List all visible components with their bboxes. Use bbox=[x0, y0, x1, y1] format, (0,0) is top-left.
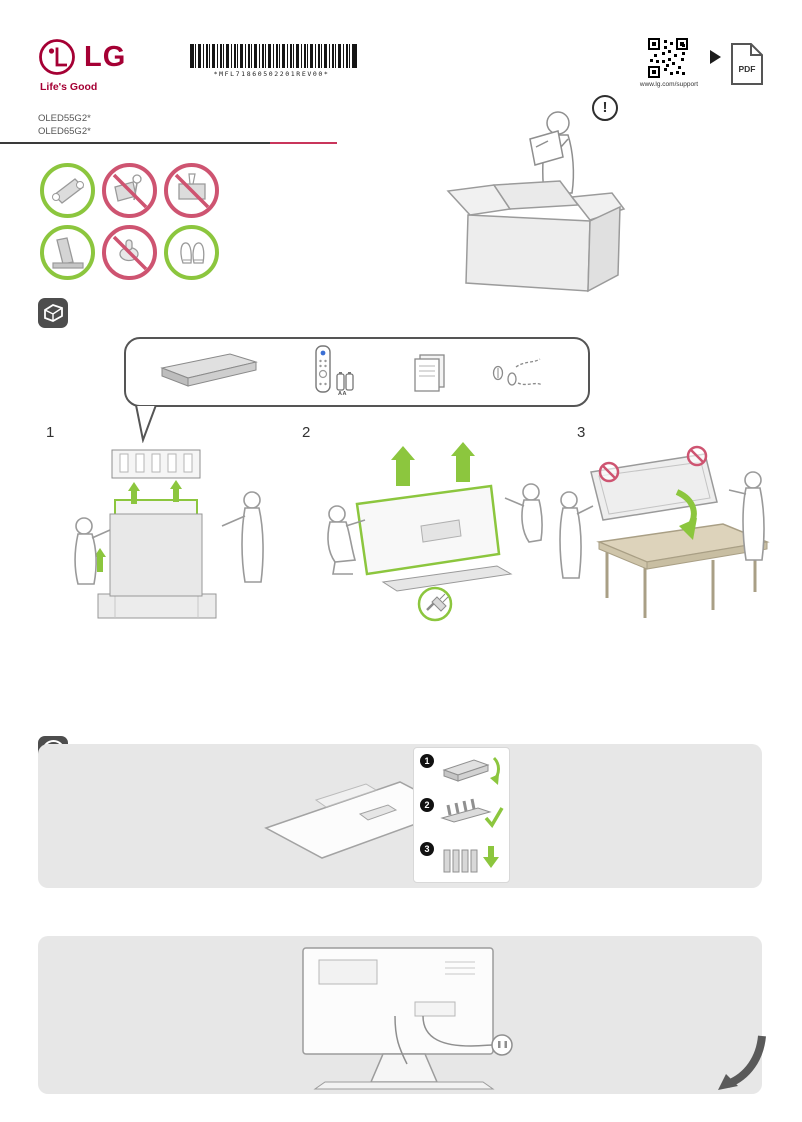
qr-code bbox=[648, 38, 688, 78]
exclamation-mark: ! bbox=[602, 99, 608, 116]
accessories-bubble-tail bbox=[134, 405, 160, 443]
step1-unbox-illustration bbox=[70, 442, 270, 627]
model-2: OLED65G2* bbox=[38, 126, 91, 137]
barcode-text: *MFL71860502201REV00* bbox=[213, 70, 330, 78]
inset-step-2-label: 2 bbox=[424, 800, 430, 810]
safety-no-thumb-pressure-icon bbox=[102, 225, 157, 280]
lg-logo-text: LG bbox=[84, 41, 127, 73]
safety-no-carry-alone-icon bbox=[102, 163, 157, 218]
safety-wear-gloves-icon bbox=[164, 225, 219, 280]
brand-tagline: Life's Good bbox=[40, 81, 98, 93]
step-1-number: 1 bbox=[46, 424, 55, 441]
step3-table-illustration bbox=[555, 442, 770, 627]
page-turn-icon bbox=[718, 1032, 766, 1090]
open-box-illustration bbox=[440, 85, 650, 295]
inset-step-3-drawing bbox=[438, 840, 506, 878]
safety-support-bottom-icon bbox=[40, 225, 95, 280]
remote-accessory-icon bbox=[312, 344, 358, 402]
pdf-label: PDF bbox=[738, 64, 756, 74]
step-2-number: 2 bbox=[302, 424, 311, 441]
stand-base-accessory-icon bbox=[160, 352, 260, 392]
barcode bbox=[190, 44, 357, 68]
screws-cables-accessory-icon bbox=[488, 355, 546, 395]
tv-back-cable-illustration bbox=[295, 942, 520, 1090]
accessories-icon bbox=[38, 298, 68, 328]
safety-no-press-screen-icon bbox=[164, 163, 219, 218]
inset-step-2-number: 2 bbox=[420, 798, 434, 812]
safety-hold-panel-icon bbox=[40, 163, 95, 218]
model-numbers: OLED55G2* OLED65G2* bbox=[38, 112, 91, 138]
support-url: www.lg.com/support bbox=[639, 81, 699, 88]
inset-step-2-drawing bbox=[438, 796, 506, 834]
inset-step-1-drawing bbox=[438, 752, 506, 790]
divider-pink bbox=[270, 142, 337, 144]
lg-logo-icon bbox=[38, 38, 76, 76]
inset-step-1-number: 1 bbox=[420, 754, 434, 768]
battery-label: AA bbox=[338, 391, 347, 397]
manuals-accessory-icon bbox=[412, 352, 448, 392]
step-3-number: 3 bbox=[577, 424, 586, 441]
inset-step-1-label: 1 bbox=[424, 756, 430, 766]
model-1: OLED55G2* bbox=[38, 113, 91, 124]
pdf-icon bbox=[730, 42, 764, 86]
arrow-right-icon bbox=[710, 50, 721, 64]
divider-dark bbox=[0, 142, 270, 144]
inset-step-3-number: 3 bbox=[420, 842, 434, 856]
exclamation-bubble-icon: ! bbox=[592, 95, 618, 121]
inset-step-3-label: 3 bbox=[424, 844, 430, 854]
step2-lift-illustration bbox=[325, 442, 545, 627]
